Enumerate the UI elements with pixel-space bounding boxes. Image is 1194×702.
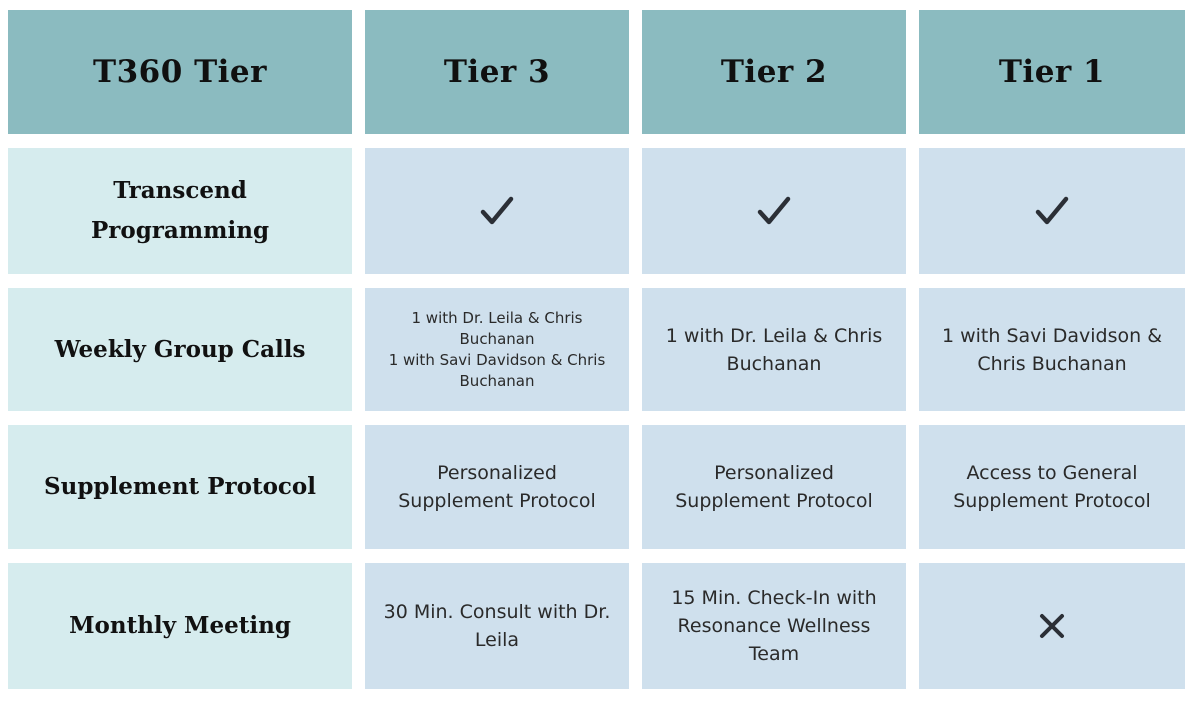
cell-text: 30 Min. Consult with Dr. Leila	[383, 601, 611, 651]
cell-tier1-supplement-protocol: Access to General Supplement Protocol	[919, 425, 1185, 549]
header-cell-tier-1: Tier 1	[919, 10, 1185, 134]
check-icon	[1035, 196, 1069, 226]
row-label-transcend-programming: Transcend Programming	[8, 148, 352, 274]
cell-tier3-transcend-programming	[365, 148, 629, 274]
header-label: Tier 3	[443, 54, 551, 90]
cell-text: 15 Min. Check-In with Resonance Wellness…	[671, 587, 877, 665]
header-label: T360 Tier	[93, 54, 267, 90]
header-label: Tier 2	[720, 54, 828, 90]
cell-text-line: 1 with Savi Davidson & Chris Buchanan	[388, 350, 606, 390]
cell-tier2-weekly-group-calls: 1 with Dr. Leila & Chris Buchanan	[642, 288, 906, 411]
header-label: Tier 1	[998, 54, 1106, 90]
cell-tier2-supplement-protocol: Personalized Supplement Protocol	[642, 425, 906, 549]
row-label-monthly-meeting: Monthly Meeting	[8, 563, 352, 689]
cell-tier3-weekly-group-calls: 1 with Dr. Leila & Chris Buchanan 1 with…	[365, 288, 629, 411]
cell-text-line: 1 with Dr. Leila & Chris Buchanan	[411, 308, 583, 348]
header-cell-tier-2: Tier 2	[642, 10, 906, 134]
row-label-supplement-protocol: Supplement Protocol	[8, 425, 352, 549]
cell-tier1-weekly-group-calls: 1 with Savi Davidson & Chris Buchanan	[919, 288, 1185, 411]
cell-tier1-monthly-meeting	[919, 563, 1185, 689]
cell-tier1-transcend-programming	[919, 148, 1185, 274]
cell-text: Access to General Supplement Protocol	[953, 462, 1151, 512]
cell-tier3-monthly-meeting: 30 Min. Consult with Dr. Leila	[365, 563, 629, 689]
check-icon	[480, 196, 514, 226]
cell-tier3-supplement-protocol: Personalized Supplement Protocol	[365, 425, 629, 549]
x-icon	[1038, 612, 1066, 640]
cell-text: Personalized Supplement Protocol	[398, 462, 596, 512]
tier-comparison-table: T360 Tier Tier 3 Tier 2 Tier 1 Transcend…	[8, 10, 1185, 689]
row-label: Transcend Programming	[90, 177, 270, 244]
cell-tier2-monthly-meeting: 15 Min. Check-In with Resonance Wellness…	[642, 563, 906, 689]
cell-text: 1 with Savi Davidson & Chris Buchanan	[941, 324, 1163, 375]
header-cell-t360-tier: T360 Tier	[8, 10, 352, 134]
row-label: Monthly Meeting	[69, 612, 291, 639]
row-label: Supplement Protocol	[44, 473, 316, 500]
cell-tier2-transcend-programming	[642, 148, 906, 274]
row-label: Weekly Group Calls	[54, 335, 306, 363]
row-label-weekly-group-calls: Weekly Group Calls	[8, 288, 352, 411]
check-icon	[757, 196, 791, 226]
cell-text: Personalized Supplement Protocol	[675, 462, 873, 512]
cell-text: 1 with Dr. Leila & Chris Buchanan	[665, 324, 883, 375]
header-cell-tier-3: Tier 3	[365, 10, 629, 134]
cell-text-list: 1 with Dr. Leila & Chris Buchanan 1 with…	[387, 308, 607, 392]
